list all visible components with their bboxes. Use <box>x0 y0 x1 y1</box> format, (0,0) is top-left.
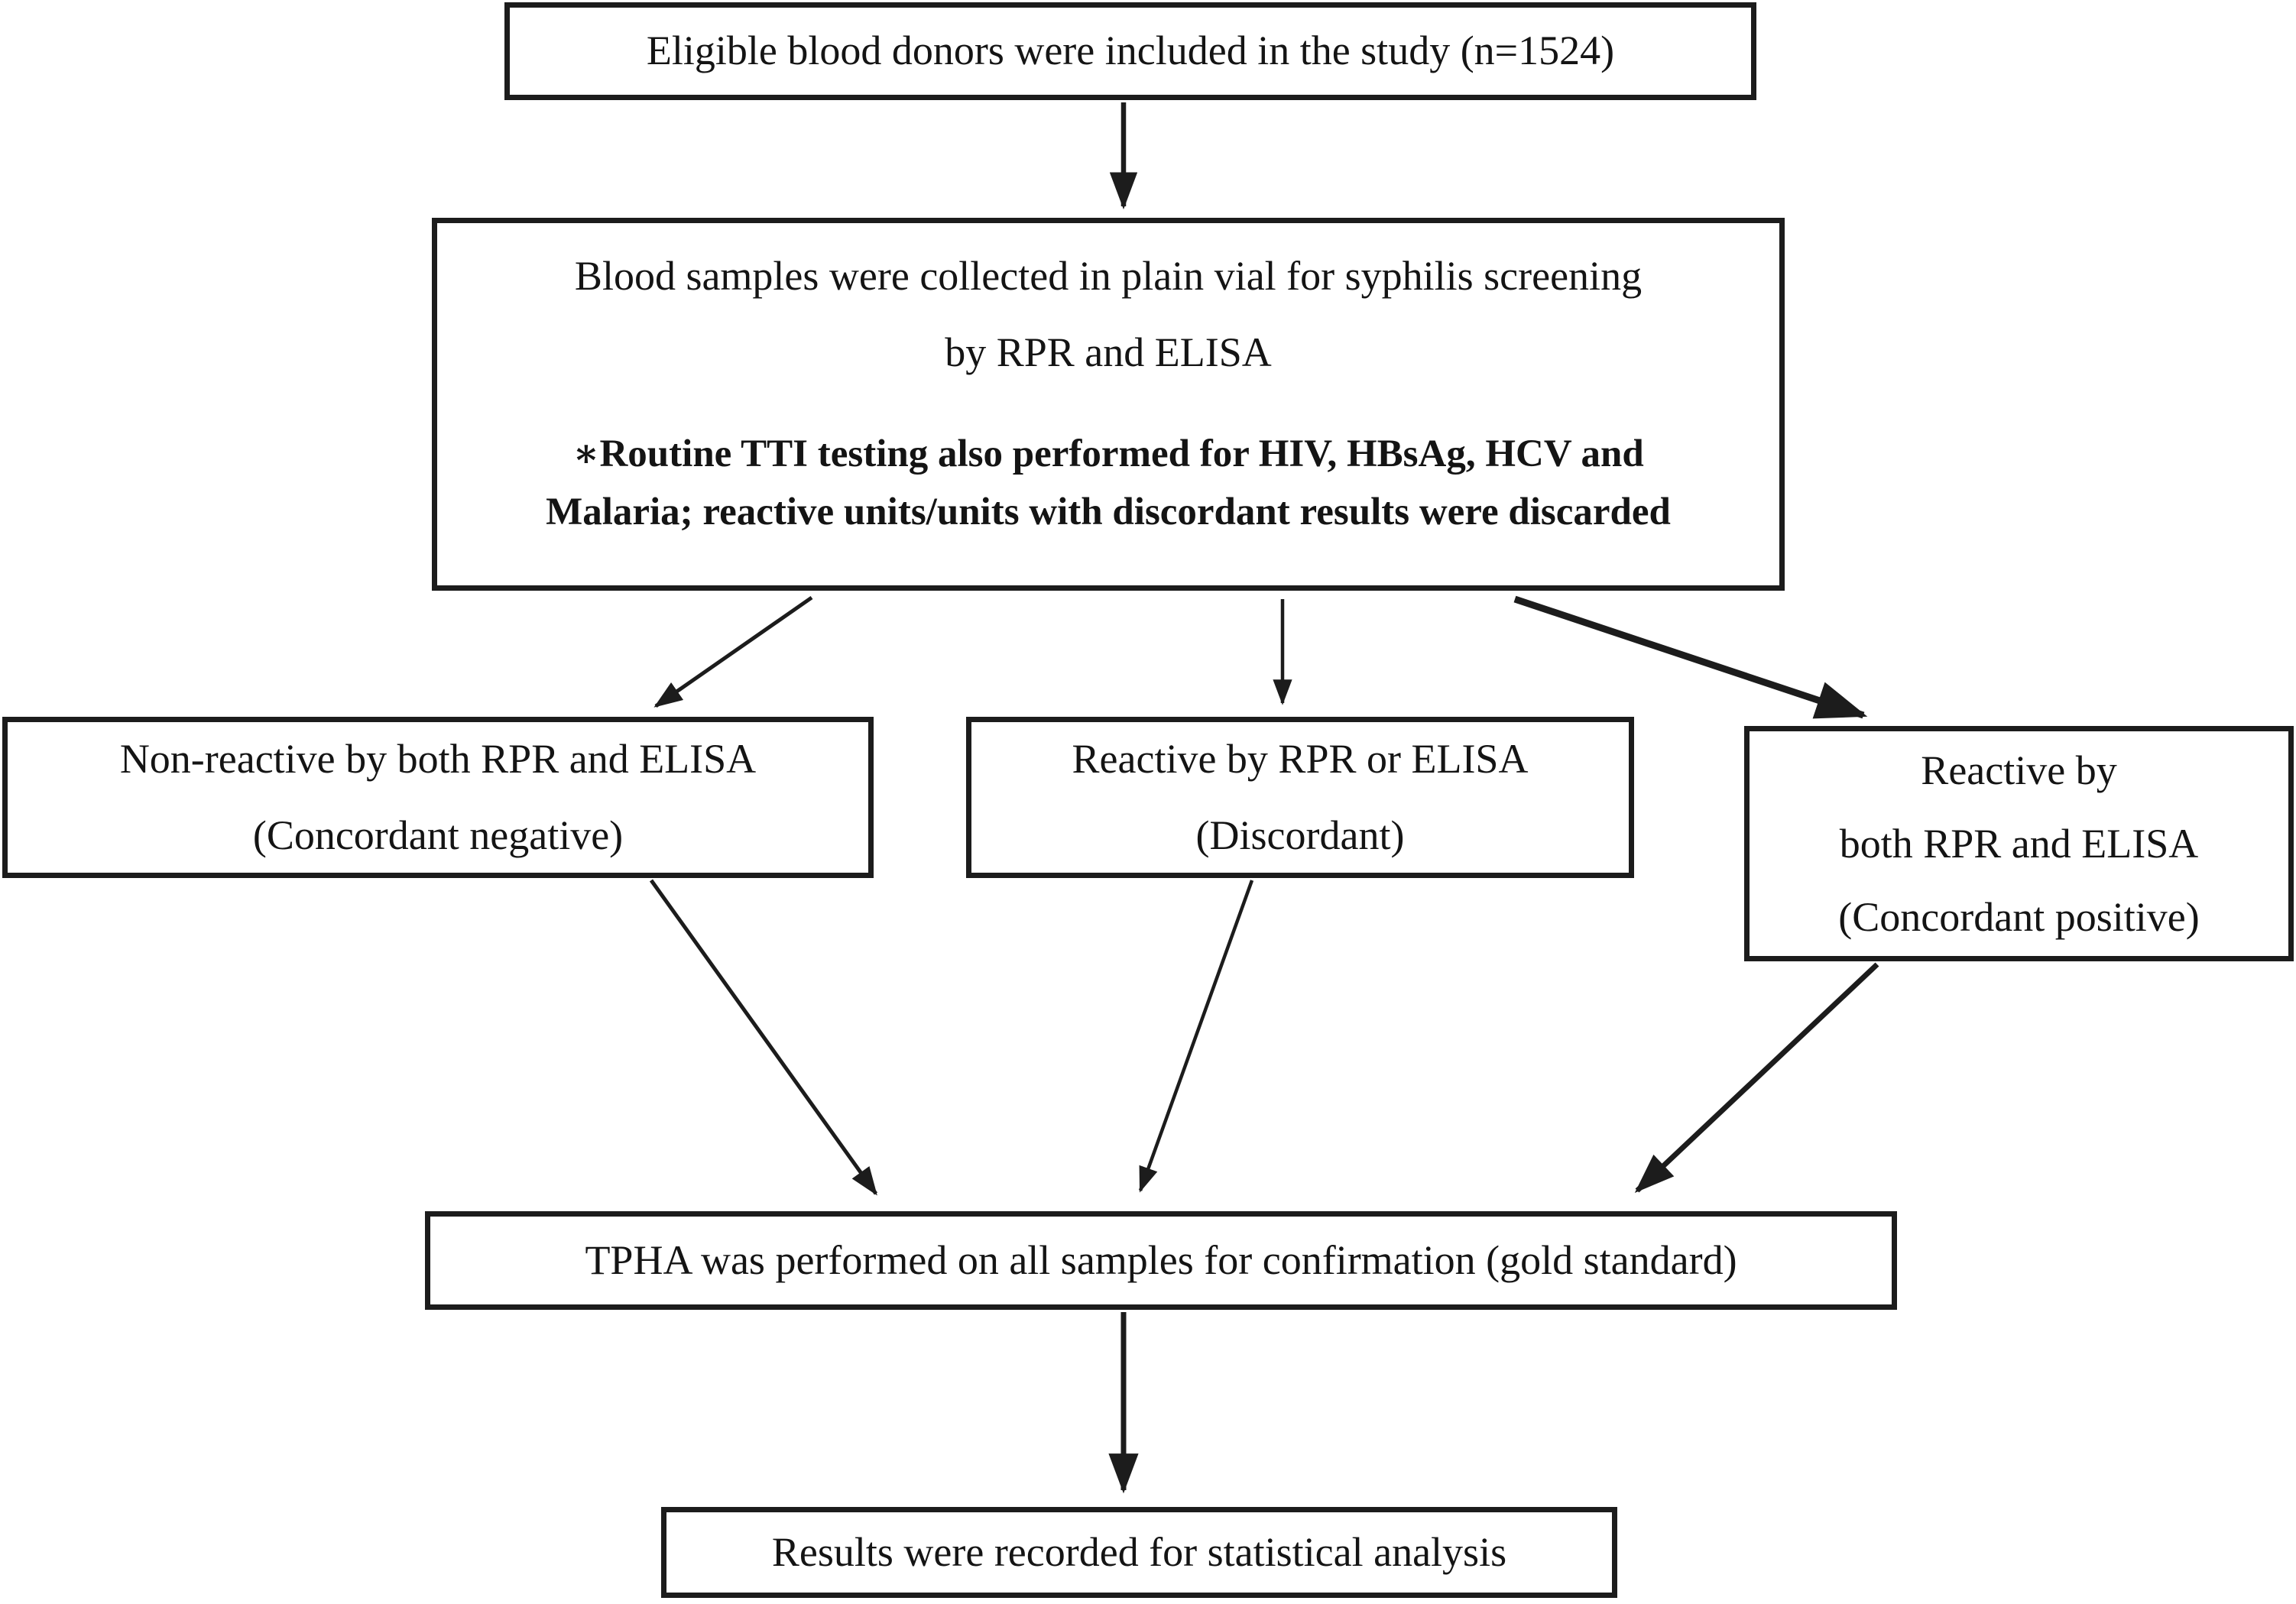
box-text-line: Non-reactive by both RPR and ELISA <box>119 735 757 782</box>
box-text-line: by RPR and ELISA <box>945 329 1272 375</box>
arrow-discordant-to-tpha <box>1138 880 1254 1193</box>
box-tpha-confirmation: TPHA was performed on all samples for co… <box>425 1211 1897 1310</box>
box-text-line: Blood samples were collected in plain vi… <box>574 253 1643 299</box>
box-concordant-negative: Non-reactive by both RPR and ELISA (Conc… <box>2 717 874 878</box>
box-text-line: (Concordant positive) <box>1838 894 2200 941</box>
arrow-samples-to-concordant-positive <box>1513 595 1868 719</box>
routine-tti-note: ∗Routine TTI testing also performed for … <box>546 425 1671 542</box>
arrow-concordant-negative-to-tpha <box>649 879 878 1196</box>
box-text-line: Eligible blood donors were included in t… <box>646 28 1615 74</box>
box-text-line: Results were recorded for statistical an… <box>771 1528 1507 1575</box>
box-text-line: Reactive by <box>1921 747 2117 793</box>
box-eligible-donors: Eligible blood donors were included in t… <box>504 2 1756 100</box>
box-results-recorded: Results were recorded for statistical an… <box>661 1507 1617 1598</box>
box-discordant: Reactive by RPR or ELISA (Discordant) <box>966 717 1634 878</box>
box-concordant-positive: Reactive by both RPR and ELISA (Concorda… <box>1744 726 2294 961</box>
box-text-line: Reactive by RPR or ELISA <box>1072 735 1529 782</box>
arrow-samples-to-concordant-negative <box>653 595 813 708</box>
box-text-line: ∗Routine TTI testing also performed for … <box>572 432 1644 475</box>
box-text-line: both RPR and ELISA <box>1839 820 2199 867</box>
arrow-concordant-positive-to-tpha <box>1634 962 1879 1193</box>
box-text-line: Malaria; reactive units/units with disco… <box>546 491 1671 534</box>
box-text-line: (Discordant) <box>1195 812 1405 858</box>
box-text-line: TPHA was performed on all samples for co… <box>585 1236 1737 1283</box>
box-blood-samples: Blood samples were collected in plain vi… <box>432 218 1785 591</box>
box-text-line: (Concordant negative) <box>252 812 624 858</box>
